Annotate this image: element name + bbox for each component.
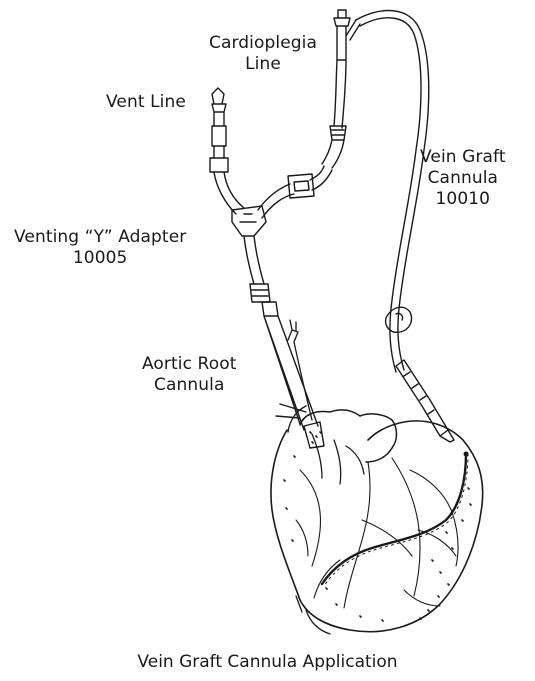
- vent-line-tube: [214, 146, 224, 158]
- label-vein-graft-cannula: Vein Graft Cannula 10010: [420, 147, 506, 210]
- vein-graft-cannula-tip: [396, 360, 454, 442]
- heart-illustration: [271, 404, 483, 634]
- vein-graft-on-heart: [322, 454, 466, 584]
- aortic-side-port: [288, 320, 312, 420]
- cross-tube: [258, 166, 332, 218]
- label-venting-y-adapter: Venting “Y” Adapter 10005: [14, 227, 186, 269]
- label-vein-graft-cannula-3: 10010: [420, 189, 506, 210]
- tubing-illustration: [210, 10, 454, 448]
- label-aortic-root-cannula-2: Cannula: [142, 375, 236, 396]
- vent-line-fitting: [212, 88, 226, 146]
- vent-line-lower-tube: [214, 172, 244, 214]
- cardioplegia-tube: [334, 60, 346, 128]
- label-cardioplegia-line: Cardioplegia Line: [209, 33, 317, 75]
- cardioplegia-fitting: [334, 10, 350, 60]
- label-cardioplegia-line-2: Line: [209, 54, 317, 75]
- label-venting-y-adapter-2: 10005: [14, 248, 186, 269]
- vessel-top: [312, 434, 364, 484]
- label-venting-y-adapter-1: Venting “Y” Adapter: [14, 227, 186, 248]
- lower-connector: [250, 284, 270, 302]
- aortic-cannula-tip: [304, 422, 324, 448]
- cardioplegia-connector: [330, 126, 346, 140]
- cardioplegia-lower-tube: [322, 140, 344, 168]
- label-vein-graft-cannula-2: Cannula: [420, 168, 506, 189]
- label-cardioplegia-line-1: Cardioplegia: [209, 33, 317, 54]
- vein-graft-tube-outer: [356, 11, 429, 370]
- label-aortic-root-cannula-1: Aortic Root: [142, 354, 236, 375]
- y-adapter-lower-tube: [244, 236, 264, 284]
- figure-caption: Vein Graft Cannula Application: [0, 652, 535, 673]
- vent-line-connector: [210, 158, 228, 172]
- label-vein-graft-cannula-1: Vein Graft: [420, 147, 506, 168]
- heart-shading: [284, 456, 471, 621]
- label-vent-line: Vent Line: [106, 92, 186, 113]
- label-aortic-root-cannula: Aortic Root Cannula: [142, 354, 236, 396]
- coronary-vessels: [296, 458, 458, 608]
- vessel-left: [276, 404, 306, 432]
- y-adapter: [232, 206, 266, 236]
